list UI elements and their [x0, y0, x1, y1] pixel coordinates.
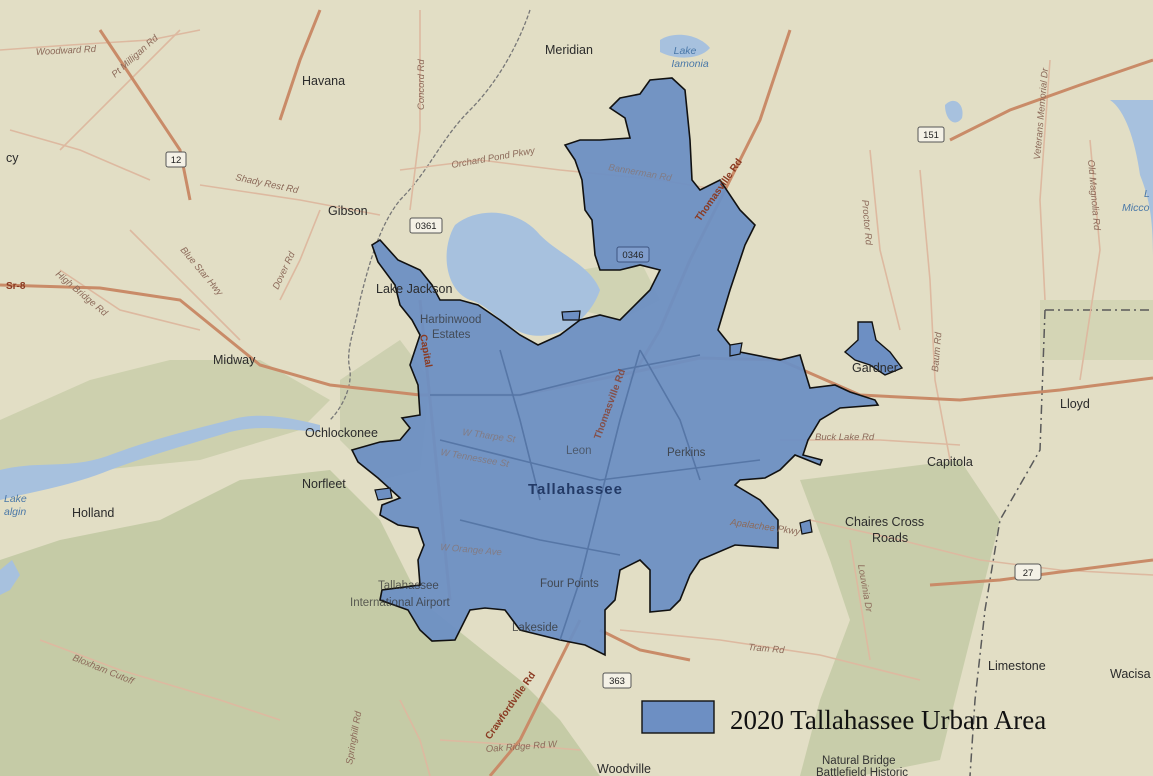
place-natural-bridge-1: Natural Bridge [822, 755, 896, 767]
river-boundary [329, 9, 531, 421]
road-label-proctor: Proctor Rd [859, 199, 874, 246]
road-label-sr8: Sr-8 [6, 281, 26, 292]
shield-0346: 0346 [616, 246, 650, 263]
lake-miccosukee-label-2: Micco [1122, 202, 1150, 214]
urban-area-polygon [350, 77, 880, 657]
road-label-oak-ridge: Oak Ridge Rd W [485, 739, 558, 755]
place-chaires-roads: Roads [872, 531, 908, 545]
water-bodies [0, 34, 1153, 595]
shield-12: 12 [165, 151, 187, 168]
interior-roads [430, 349, 761, 641]
shield-363: 363 [602, 672, 632, 689]
place-havana: Havana [302, 74, 345, 88]
place-four-points: Four Points [540, 578, 599, 590]
park-areas [0, 260, 1153, 776]
legend: 2020 Tallahassee Urban Area [641, 700, 1046, 735]
road-label-woodward: Woodward Rd [36, 44, 97, 58]
shield-0361: 0361 [409, 217, 443, 234]
road-label-buck-lake: Buck Lake Rd [815, 432, 875, 443]
place-gibson: Gibson [328, 204, 368, 218]
shield-0361-label: 0361 [415, 221, 436, 232]
lake-miccosukee-label-1: L [1144, 188, 1150, 200]
road-label-tram: Tram Rd [748, 642, 786, 656]
place-airport-line1: Tallahassee [378, 580, 439, 592]
place-wacissa: Wacisa [1110, 667, 1151, 681]
place-holland: Holland [72, 506, 114, 520]
place-ochlockonee: Ochlockonee [305, 426, 378, 440]
place-gardner: Gardner [852, 361, 898, 375]
place-meridian: Meridian [545, 43, 593, 57]
place-cy: cy [6, 151, 19, 165]
place-lake-jackson: Lake Jackson [376, 282, 452, 296]
lake-iamonia-label-1: Lake [674, 45, 697, 57]
place-woodville: Woodville [597, 762, 651, 776]
legend-swatch [641, 700, 715, 734]
place-norfleet: Norfleet [302, 477, 346, 491]
urban-area-small-piece [799, 519, 813, 535]
place-tallahassee: Tallahassee [528, 481, 623, 498]
place-perkins: Perkins [667, 447, 706, 459]
shield-151: 151 [917, 126, 945, 143]
urban-area-gardner-piece [843, 321, 904, 376]
shield-27: 27 [1014, 563, 1042, 581]
road-label-concord: Concord Rd [416, 59, 427, 110]
place-leon: Leon [566, 445, 592, 457]
lake-talquin-label-1: Lake [4, 493, 27, 505]
lake-talquin-label-2: algin [4, 506, 26, 518]
place-capitola: Capitola [927, 455, 973, 469]
urban-area-lake-piece [561, 310, 581, 321]
place-natural-bridge-2: Battlefield Historic [816, 767, 908, 776]
road-label-baum: Baum Rd [930, 331, 944, 372]
shield-12-label: 12 [171, 155, 182, 166]
lake-iamonia-label-2: Iamonia [671, 58, 709, 70]
shield-151-label: 151 [923, 130, 939, 141]
road-label-orange: W Orange Ave [440, 542, 503, 558]
minor-roads [0, 10, 1153, 776]
urban-area-east-piece [729, 342, 743, 357]
place-midway: Midway [213, 353, 256, 367]
place-chaires-cross: Chaires Cross [845, 515, 924, 529]
place-limestone: Limestone [988, 659, 1046, 673]
shield-0346-label: 0346 [622, 250, 643, 261]
place-lakeside: Lakeside [512, 622, 558, 634]
shield-363-label: 363 [609, 676, 625, 687]
place-airport-line2: International Airport [350, 597, 451, 609]
place-harbinwood: Harbinwood [420, 314, 481, 326]
urban-area-norfleet-piece [374, 487, 393, 501]
legend-label: 2020 Tallahassee Urban Area [730, 705, 1046, 735]
place-lloyd: Lloyd [1060, 397, 1090, 411]
shield-27-label: 27 [1023, 568, 1034, 579]
county-boundary [969, 309, 1153, 776]
place-estates: Estates [432, 329, 471, 341]
